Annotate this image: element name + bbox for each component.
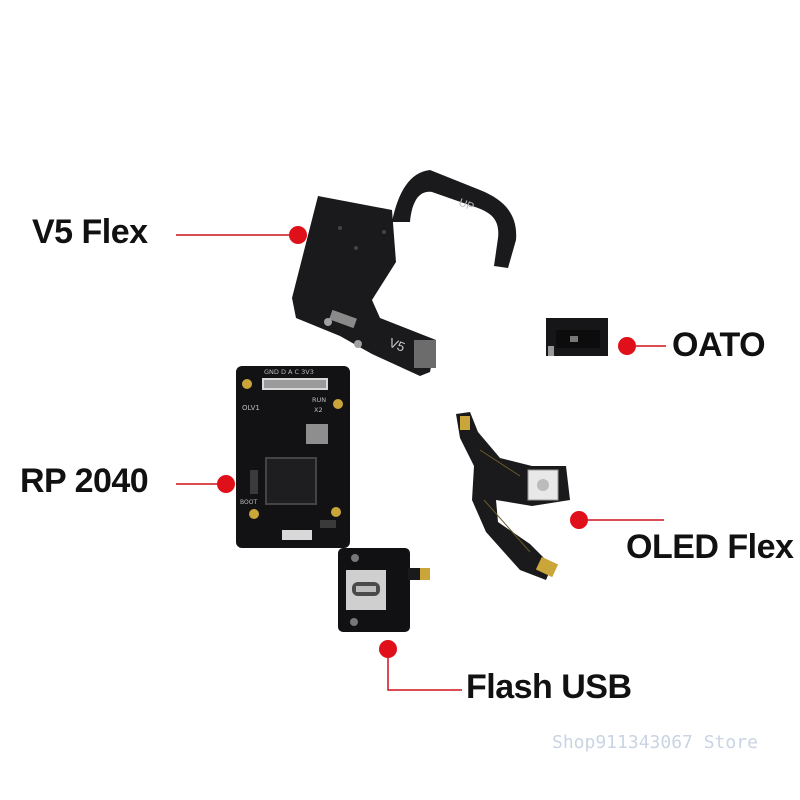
store-watermark: Shop911343067 Store bbox=[552, 732, 758, 753]
marker-dot bbox=[289, 226, 307, 244]
board-boot-text: BOOT bbox=[240, 499, 257, 506]
marker-dot bbox=[570, 511, 588, 529]
marker-dot bbox=[217, 475, 235, 493]
callout-rp2040 bbox=[176, 475, 235, 493]
flash-usb-board bbox=[338, 548, 430, 632]
label-rp2040: RP 2040 bbox=[20, 462, 149, 500]
oato-chip bbox=[546, 318, 608, 356]
oled-flex-cable bbox=[456, 412, 570, 580]
label-oled-flex: OLED Flex bbox=[626, 528, 794, 566]
board-brand-text: OLV1 bbox=[242, 404, 260, 412]
board-x2-text: X2 bbox=[314, 406, 323, 414]
label-oato: OATO bbox=[672, 326, 766, 364]
callout-oled-flex bbox=[570, 511, 664, 529]
flex-v5-text: V5 bbox=[387, 335, 407, 355]
board-run-text: RUN bbox=[312, 396, 326, 404]
board-pins-text: GND D A C 3V3 bbox=[264, 368, 314, 376]
label-v5-flex: V5 Flex bbox=[32, 213, 148, 251]
callout-v5-flex bbox=[176, 226, 307, 244]
marker-dot bbox=[379, 640, 397, 658]
label-flash-usb: Flash USB bbox=[466, 668, 632, 706]
marker-dot bbox=[618, 337, 636, 355]
rp2040-board: GND D A C 3V3 OLV1 RUN X2 BOOT bbox=[236, 366, 350, 548]
flex-up-text: UP bbox=[457, 197, 476, 214]
callout-flash-usb bbox=[379, 640, 462, 691]
callout-oato bbox=[618, 337, 666, 355]
v5-flex-cable: UP V5 bbox=[292, 170, 517, 376]
